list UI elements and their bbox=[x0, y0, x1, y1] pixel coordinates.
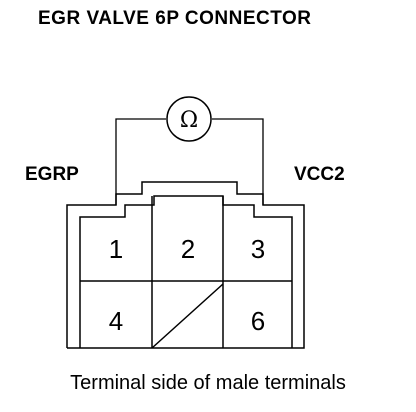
ohmmeter-icon: Ω bbox=[166, 96, 212, 142]
housing-outline bbox=[66, 181, 305, 349]
connector-housing bbox=[66, 181, 305, 349]
pin-6: 6 bbox=[251, 306, 265, 336]
pin-1: 1 bbox=[109, 234, 123, 264]
diagram-title: EGR VALVE 6P CONNECTOR bbox=[38, 8, 312, 29]
terminal-label-egrp: EGRP bbox=[25, 164, 79, 185]
pin-4: 4 bbox=[109, 306, 123, 336]
terminal-label-vcc2: VCC2 bbox=[294, 164, 345, 185]
terminal-grid bbox=[80, 196, 292, 349]
housing-inner bbox=[79, 195, 293, 348]
meter-wires bbox=[115, 118, 264, 205]
wire-right bbox=[212, 118, 264, 205]
wire-left bbox=[115, 118, 166, 205]
diagram-caption: Terminal side of male terminals bbox=[70, 372, 346, 394]
ohm-symbol: Ω bbox=[180, 108, 198, 133]
empty-cavity-diagonal bbox=[151, 283, 224, 349]
pin-3: 3 bbox=[251, 234, 265, 264]
pin-2: 2 bbox=[181, 234, 195, 264]
